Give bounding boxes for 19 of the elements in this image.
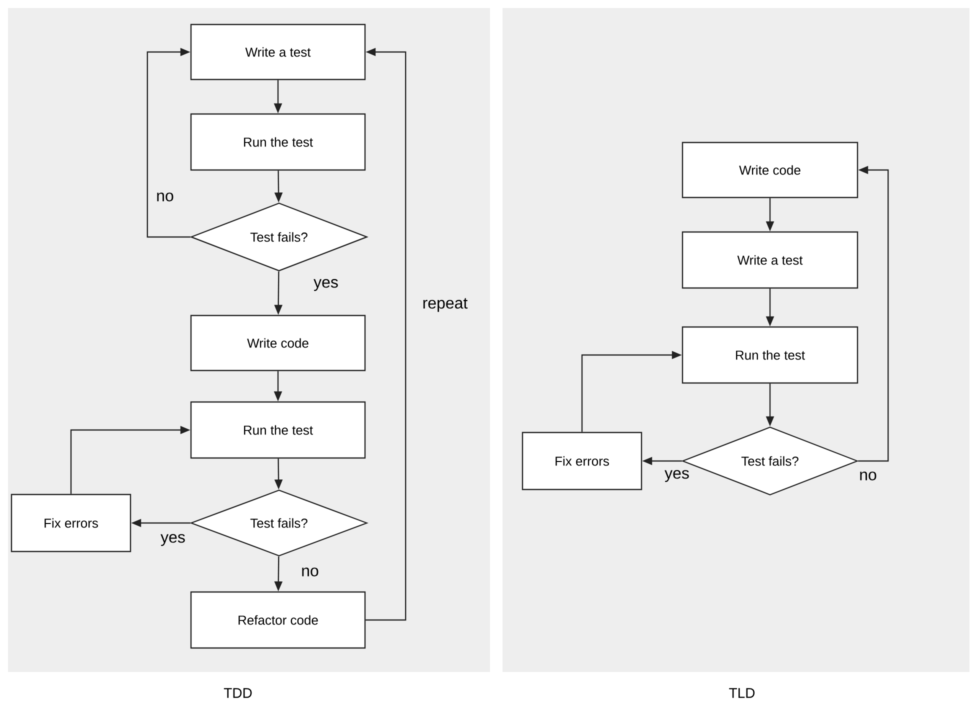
edge-label: repeat (421, 297, 469, 313)
process-box: Run the test (682, 326, 858, 384)
process-box: Write a test (190, 24, 366, 80)
edge-label: yes (160, 533, 186, 547)
node-label: TLD (729, 688, 755, 698)
process-box: Run the test (190, 113, 366, 171)
process-box: Refactor code (190, 591, 366, 649)
process-box: Write code (190, 314, 366, 372)
edge-label: yes (312, 278, 340, 292)
process-box: Fix errors (522, 432, 642, 490)
node-label: TDD (224, 688, 252, 698)
edge-label: no (155, 192, 175, 202)
process-box: Write a test (682, 231, 858, 289)
process-box: Fix errors (10, 494, 132, 552)
process-box: Write code (682, 142, 858, 198)
arrow (146, 48, 190, 238)
edge-label: no (300, 566, 320, 578)
edge-label: no (858, 470, 878, 482)
process-box: Run the test (190, 401, 366, 459)
